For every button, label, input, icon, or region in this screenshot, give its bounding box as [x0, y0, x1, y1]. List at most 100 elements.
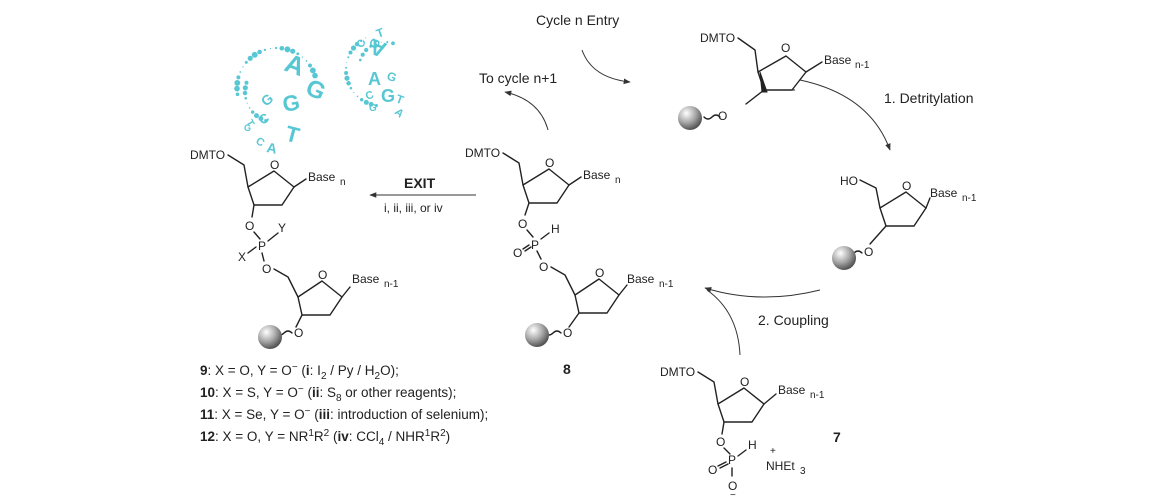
- legend-line-11: 11: X = Se, Y = O− (iii: introduction of…: [200, 406, 488, 422]
- product-legend: 9: X = O, Y = O− (i: I2 / Py / H2O); 10:…: [200, 362, 488, 448]
- logo-dot: [250, 110, 255, 114]
- logo-letter: C: [254, 135, 267, 149]
- logo-dot: [251, 51, 258, 58]
- logo-letter: G: [244, 123, 251, 133]
- logo-dot: [346, 61, 348, 63]
- logo-dot: [257, 49, 262, 55]
- dna-logo-left: A G G G C T C T A G: [234, 45, 330, 157]
- structure-compound-7: DMTO O Base n-1 O P H O O − + NHEt 3: [660, 365, 825, 500]
- logo-dot: [244, 96, 247, 100]
- logo-dot: [312, 72, 318, 79]
- coupling-arrow: [704, 287, 821, 298]
- oxide-charge: −: [730, 490, 736, 500]
- base-subscript: n-1: [659, 279, 674, 290]
- logo-dot: [358, 58, 362, 62]
- base-subscript: n-1: [384, 279, 399, 290]
- logo-dot: [253, 113, 260, 119]
- ho-label: HO: [840, 174, 858, 188]
- detritylation-label: 1. Detritylation: [884, 90, 973, 106]
- base-label: Base: [627, 272, 655, 286]
- dmto-label: DMTO: [660, 365, 695, 379]
- o3: O: [716, 435, 725, 449]
- coupling-reagent-arrow: [706, 289, 741, 356]
- phosphorus: P: [728, 453, 736, 467]
- structure-detritylated: HO O Base n-1 O: [832, 174, 977, 270]
- linker-o: O: [563, 326, 572, 340]
- logo-dot: [244, 80, 249, 85]
- base-label: Base: [583, 168, 611, 182]
- o5: O: [262, 262, 271, 276]
- p-h: H: [748, 438, 757, 452]
- x-substituent: X: [238, 250, 246, 264]
- legend-line-10: 10: X = S, Y = O− (ii: S8 or other reage…: [200, 384, 456, 404]
- solid-support-bead: [525, 323, 549, 347]
- coupling-label: 2. Coupling: [758, 312, 829, 328]
- phosphorus: P: [531, 238, 539, 252]
- next-cycle-arrow: [504, 90, 549, 131]
- logo-dot: [239, 71, 242, 73]
- base-label: Base: [778, 383, 806, 397]
- p-oxo: O: [513, 246, 522, 260]
- exit-label: EXIT: [404, 175, 436, 191]
- logo-dot: [347, 56, 350, 59]
- next-cycle-label: To cycle n+1: [479, 70, 557, 86]
- logo-dot: [247, 55, 253, 61]
- logo-dot: [350, 45, 357, 51]
- base-subscript: n: [340, 177, 346, 188]
- logo-letter: A: [392, 106, 406, 120]
- base-subscript: n-1: [855, 60, 870, 71]
- logo-dot: [263, 48, 267, 52]
- entry-arrow: [581, 49, 631, 85]
- ring-o: O: [902, 179, 911, 193]
- logo-dot: [301, 56, 304, 58]
- base-subscript: n: [615, 175, 621, 186]
- logo-dot: [279, 45, 285, 51]
- p-h: H: [551, 222, 560, 236]
- o3: O: [518, 217, 527, 231]
- logo-letter: G: [385, 69, 399, 85]
- y-substituent: Y: [278, 221, 286, 235]
- logo-dot: [381, 41, 382, 43]
- logo-dot: [264, 118, 268, 123]
- logo-dot: [248, 107, 251, 109]
- logo-dot: [234, 85, 240, 92]
- legend-line-12: 12: X = O, Y = NR1R2 (iv: CCl4 / NHR1R2): [200, 428, 450, 448]
- p-oxo: O: [708, 463, 717, 477]
- ring-o: O: [740, 375, 749, 389]
- structure-support-dmt: DMTO O Base n-1 O: [678, 31, 870, 130]
- logo-dot: [242, 66, 244, 68]
- linker-o: O: [718, 109, 727, 123]
- p-oxide: O: [728, 479, 737, 493]
- exit-reagents: i, ii, iii, or iv: [384, 201, 443, 215]
- compound-8-label: 8: [563, 361, 571, 377]
- logo-dot: [290, 48, 296, 54]
- solid-support-bead: [678, 106, 702, 130]
- logo-letter: G: [258, 90, 277, 109]
- logo-dot: [274, 46, 278, 50]
- phosphorus: P: [258, 239, 266, 253]
- logo-dot: [353, 91, 355, 94]
- logo-dot: [242, 90, 248, 96]
- compound-7-label: 7: [833, 429, 841, 445]
- logo-dot: [360, 52, 365, 57]
- logo-letter: A: [281, 47, 309, 82]
- logo-dot: [364, 47, 369, 53]
- logo-letter: C: [364, 89, 376, 103]
- logo-dot: [348, 50, 353, 55]
- logo-dot: [356, 95, 359, 98]
- base-label: Base: [930, 186, 958, 200]
- logo-dot: [344, 71, 349, 75]
- logo-letter: T: [283, 121, 303, 149]
- base-label: Base: [352, 272, 380, 286]
- dmto-label: DMTO: [465, 146, 500, 160]
- logo-dot: [308, 63, 312, 68]
- cycle-entry-label: Cycle n Entry: [536, 12, 619, 28]
- legend-line-9: 9: X = O, Y = O− (i: I2 / Py / H2O);: [200, 362, 399, 382]
- linker-o: O: [294, 326, 303, 340]
- logo-dot: [354, 41, 360, 47]
- logo-dot: [310, 67, 316, 74]
- logo-dot: [269, 47, 271, 50]
- logo-dot: [359, 97, 364, 102]
- logo-letter: G: [381, 86, 395, 106]
